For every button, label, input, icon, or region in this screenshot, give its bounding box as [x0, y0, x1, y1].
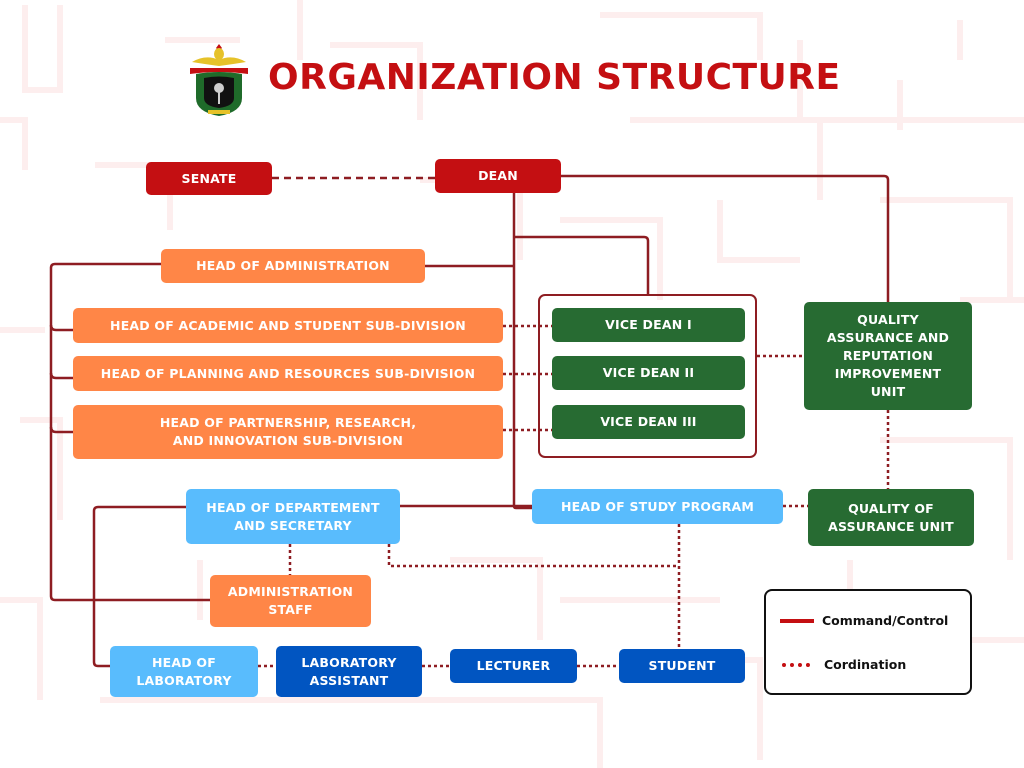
quality-assurance-unit-box: QUALITY OF ASSURANCE UNIT: [808, 489, 974, 546]
vice-dean-3-box: VICE DEAN III: [552, 405, 745, 439]
vice-dean-1-box: VICE DEAN I: [552, 308, 745, 342]
head-of-academic-box: HEAD OF ACADEMIC AND STUDENT SUB-DIVISIO…: [73, 308, 503, 343]
head-of-laboratory-box: HEAD OF LABORATORY: [110, 646, 258, 697]
student-box: STUDENT: [619, 649, 745, 683]
command-line-dean-trunk: [512, 193, 532, 510]
head-of-administration-box: HEAD OF ADMINISTRATION: [161, 249, 425, 283]
command-line-academic: [49, 324, 73, 332]
dotted-line-icon: [782, 662, 810, 667]
head-of-partnership-box: HEAD OF PARTNERSHIP, RESEARCH, AND INNOV…: [73, 405, 503, 459]
head-of-department-box: HEAD OF DEPARTEMENT AND SECRETARY: [186, 489, 400, 544]
senate-box: SENATE: [146, 162, 272, 195]
legend-command: Command/Control: [780, 613, 948, 628]
lecturer-box: LECTURER: [450, 649, 577, 683]
head-of-planning-box: HEAD OF PLANNING AND RESOURCES SUB-DIVIS…: [73, 356, 503, 391]
legend-coordination-label: Cordination: [824, 657, 907, 672]
command-line-dean-vicedeans: [514, 235, 650, 294]
command-line-planning: [49, 372, 73, 380]
university-crest-icon: [188, 40, 250, 118]
vice-dean-2-box: VICE DEAN II: [552, 356, 745, 390]
vice-deans-group: [538, 294, 757, 458]
legend: Command/Control Cordination: [764, 589, 972, 695]
administration-staff-box: ADMINISTRATION STAFF: [210, 575, 371, 627]
head-of-study-program-box: HEAD OF STUDY PROGRAM: [532, 489, 783, 524]
page-title: ORGANIZATION STRUCTURE: [268, 57, 841, 98]
coordination-line-dept-student: [387, 544, 679, 568]
command-line-dean-qa: [561, 174, 890, 302]
dean-box: DEAN: [435, 159, 561, 193]
solid-line-icon: [780, 618, 814, 623]
command-line-partnership: [49, 426, 73, 434]
legend-coordination: Cordination: [780, 657, 906, 672]
command-line-dept-lab: [92, 505, 186, 668]
legend-command-label: Command/Control: [822, 613, 949, 628]
quality-assurance-reputation-unit-box: QUALITY ASSURANCE AND REPUTATION IMPROVE…: [804, 302, 972, 410]
command-line-admin-left: [49, 262, 210, 602]
laboratory-assistant-box: LABORATORY ASSISTANT: [276, 646, 422, 697]
